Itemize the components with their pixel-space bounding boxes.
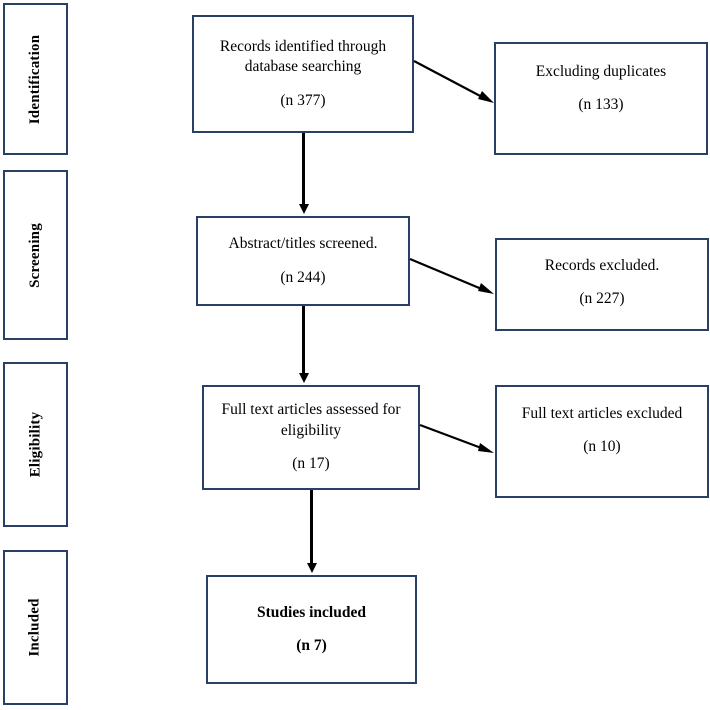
- box-excluding-duplicates: Excluding duplicates (n 133): [494, 42, 708, 155]
- box-title: Abstract/titles screened.: [228, 235, 378, 253]
- box-records-excluded: Records excluded. (n 227): [495, 238, 709, 331]
- arrow-screening-to-eligibility: [302, 306, 305, 374]
- stage-label-text: Included: [26, 598, 43, 657]
- box-title: Records identified through database sear…: [219, 37, 387, 76]
- box-count: (n 244): [280, 268, 326, 286]
- arrow-eligibility-to-included: [310, 490, 313, 564]
- box-title: Full text articles excluded: [521, 405, 683, 422]
- box-abstracts-screened: Abstract/titles screened. (n 244): [196, 216, 410, 306]
- box-count: (n 133): [578, 96, 624, 114]
- box-studies-included: Studies included (n 7): [206, 575, 417, 684]
- box-count: (n 7): [296, 637, 327, 654]
- box-fulltext-assessed: Full text articles assessed for eligibil…: [202, 385, 420, 490]
- stage-label-screening: Screening: [3, 170, 68, 340]
- stage-label-eligibility: Eligibility: [3, 362, 68, 527]
- arrow-to-excluding-duplicates: [413, 60, 494, 103]
- stage-label-included: Included: [3, 550, 68, 705]
- box-count: (n 10): [583, 438, 621, 456]
- box-title: Records excluded.: [544, 257, 660, 274]
- box-records-identified: Records identified through database sear…: [192, 15, 414, 133]
- stage-label-text: Eligibility: [27, 411, 43, 478]
- box-title: Full text articles assessed for eligibil…: [221, 401, 401, 439]
- stage-label-text: Identification: [27, 34, 43, 124]
- box-count: (n 227): [579, 290, 625, 308]
- arrow-identification-to-screening: [302, 133, 305, 205]
- box-title: Excluding duplicates: [535, 63, 667, 80]
- arrow-to-fulltext-excluded: [419, 423, 494, 453]
- box-title: Studies included: [257, 603, 366, 621]
- box-fulltext-excluded: Full text articles excluded (n 10): [495, 385, 709, 498]
- stage-label-text: Screening: [27, 222, 44, 288]
- stage-label-identification: Identification: [3, 3, 68, 155]
- arrow-to-records-excluded: [409, 257, 494, 294]
- box-count: (n 377): [280, 91, 326, 109]
- box-count: (n 17): [292, 455, 330, 473]
